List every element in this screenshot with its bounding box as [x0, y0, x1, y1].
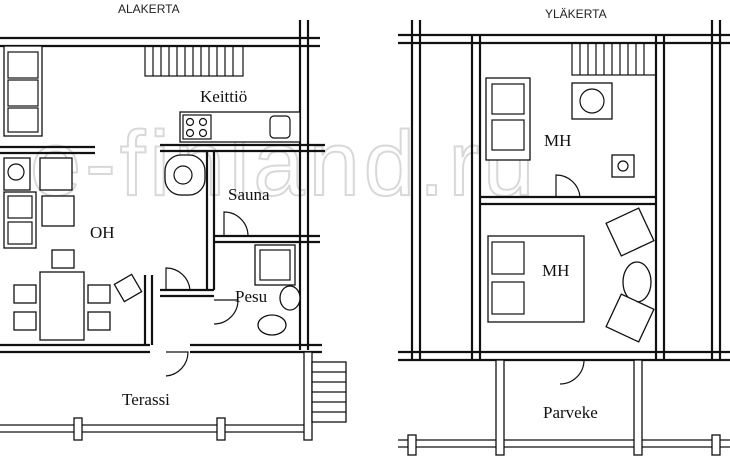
- room-label-wash: Pesu: [235, 287, 268, 306]
- ground-floor-plan: [0, 20, 347, 441]
- ground-floor-title: ALAKERTA: [118, 2, 180, 16]
- room-label-balcony: Parveke: [543, 403, 598, 422]
- upper-floor-title: YLÄKERTA: [545, 7, 607, 21]
- room-label-terrace: Terassi: [122, 390, 170, 409]
- room-label-bedroom-lower: MH: [542, 261, 569, 280]
- room-label-living: OH: [90, 223, 115, 242]
- room-label-kitchen: Keittiö: [200, 87, 247, 106]
- room-label-bedroom-upper: MH: [544, 131, 571, 150]
- upper-floor-plan: [398, 20, 730, 456]
- room-label-sauna: Sauna: [228, 185, 270, 204]
